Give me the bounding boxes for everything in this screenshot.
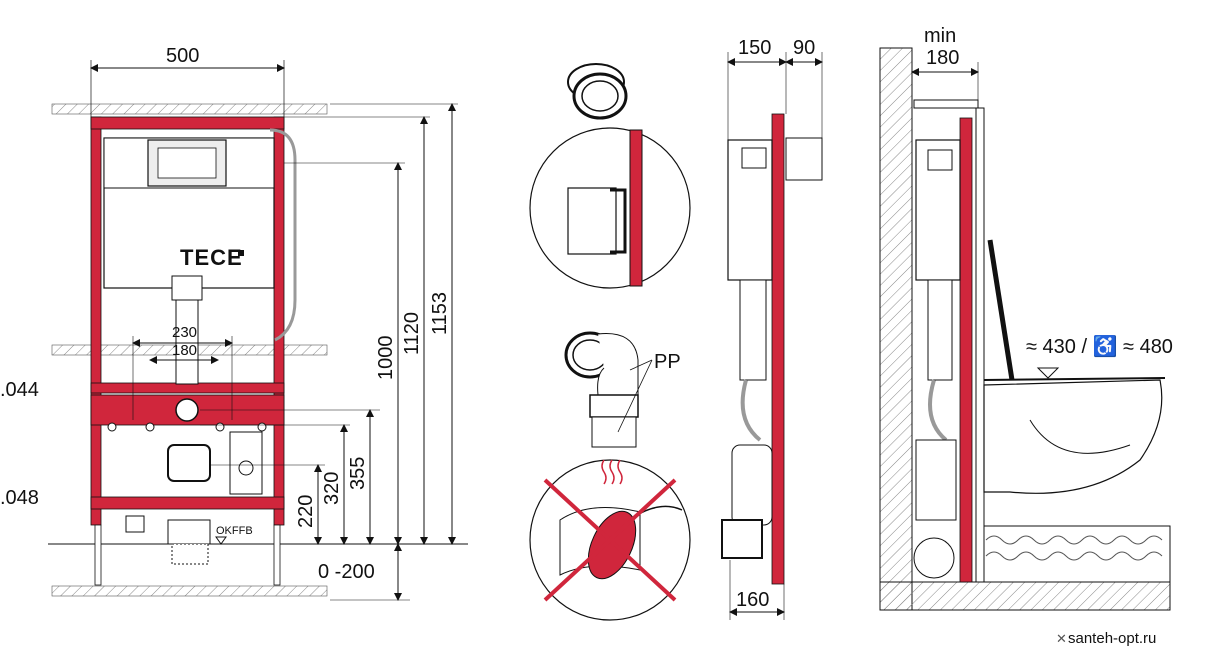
toilet-seat-lid <box>987 239 1015 381</box>
watermark-logo-icon: ✕ <box>1056 631 1067 646</box>
floor-screed <box>981 525 1171 583</box>
dim-min-180: 180 <box>926 47 959 69</box>
seal-detail-circle <box>529 127 691 289</box>
okffb-marker-icon <box>215 536 227 545</box>
floor-slab <box>879 581 1171 611</box>
dim-1000: 1000 <box>375 336 397 381</box>
dim-355: 355 <box>347 457 369 490</box>
brand-mark-icon <box>238 250 244 256</box>
detail-views: PP <box>529 63 691 621</box>
left-code-044: .044 <box>0 379 39 401</box>
dim-1120: 1120 <box>401 312 423 355</box>
floor-strip <box>51 585 328 597</box>
vertical-dimensions: 1000 1120 1153 355 320 220 0 -200 <box>200 103 458 601</box>
dim-1153: 1153 <box>429 292 451 335</box>
pp-label: PP <box>654 351 681 373</box>
brand-label: TECE <box>180 245 243 270</box>
installed-view: min 180 ≈ 430 / ♿ ≈ 480 <box>879 25 1173 611</box>
dim-230: 230 <box>172 324 197 341</box>
no-heating-detail <box>529 459 691 621</box>
dim-160: 160 <box>736 589 769 611</box>
dim-min-label: min <box>924 25 956 47</box>
dim-90: 90 <box>793 37 815 59</box>
seat-level-marker-icon <box>1036 367 1060 379</box>
dim-width-500: 500 <box>166 45 199 67</box>
toilet-bowl <box>983 379 1163 494</box>
watermark: santeh-opt.ru <box>1068 630 1156 647</box>
dim-220: 220 <box>295 495 317 528</box>
dim-0-200: 0 -200 <box>318 561 375 583</box>
wall <box>879 47 913 611</box>
dim-180: 180 <box>172 342 197 359</box>
heat-icon <box>601 459 607 485</box>
dim-320: 320 <box>321 472 343 505</box>
left-code-048: .048 <box>0 487 39 509</box>
front-view: TECE 500 230 180 OKFFB <box>0 45 468 601</box>
side-view: 150 90 160 <box>721 37 823 620</box>
okffb-label: OKFFB <box>216 525 253 537</box>
cistern <box>103 128 297 342</box>
drain-pipe <box>167 444 211 482</box>
dim-150: 150 <box>738 37 771 59</box>
elbow-fitting <box>564 331 639 448</box>
sleeve-detail <box>567 63 628 120</box>
seat-height-label: ≈ 430 / ♿ ≈ 480 <box>1026 334 1173 358</box>
ceiling-strip <box>51 103 328 115</box>
